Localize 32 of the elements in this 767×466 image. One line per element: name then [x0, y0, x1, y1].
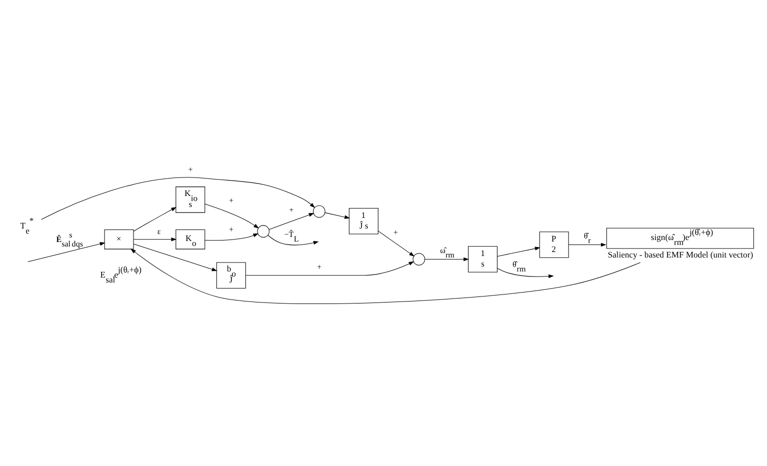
- node-box: P 2: [539, 232, 569, 258]
- arrow: [378, 230, 415, 257]
- arrow: [245, 261, 414, 276]
- arrow: [424, 257, 469, 262]
- edge-label: ε: [157, 226, 161, 236]
- node-circle: [257, 225, 270, 238]
- arrow: [133, 206, 177, 232]
- node-box: 1 s: [468, 246, 498, 272]
- arrow: [130, 248, 641, 304]
- edge-label: +: [229, 196, 234, 206]
- arrow: [324, 212, 350, 219]
- arrow: [497, 246, 540, 257]
- edge-label: +: [289, 205, 294, 214]
- arrow: [268, 235, 319, 246]
- edge-label: +: [393, 228, 398, 237]
- arrow: [496, 268, 554, 278]
- arrow: [568, 242, 606, 247]
- arrow: [268, 213, 314, 230]
- arrow: [204, 204, 259, 228]
- node-label: Saliency - based EMF Model (unit vector): [608, 250, 754, 260]
- node-circle: [412, 253, 426, 266]
- arrow: [28, 242, 106, 262]
- arrow: [204, 233, 259, 241]
- arrow: [133, 238, 177, 242]
- node-box: ×: [104, 229, 134, 250]
- edge-label: +: [188, 165, 193, 174]
- node-box: 1 Ĵ s: [348, 208, 378, 234]
- node-circle: [312, 205, 326, 218]
- edge-label: +: [229, 225, 234, 234]
- arrow: [41, 177, 316, 220]
- arrow: [133, 244, 218, 272]
- edge-label: +: [316, 262, 322, 272]
